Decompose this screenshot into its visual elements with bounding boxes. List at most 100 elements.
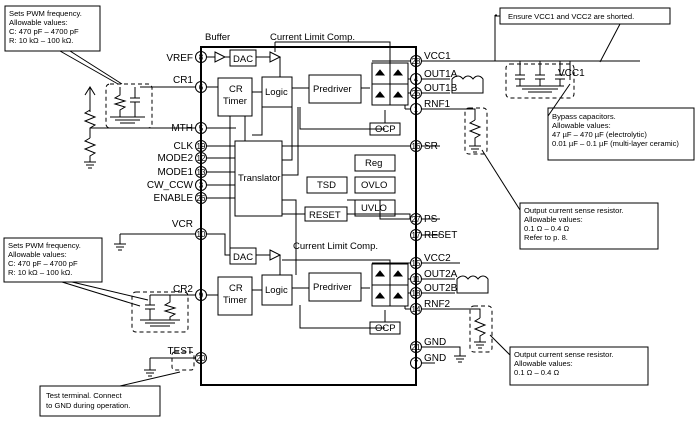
ocp-top-label: OCP	[375, 124, 396, 135]
pin-cr1-num: 6	[199, 83, 204, 92]
note-sense1-l1: Output current sense resistor.	[524, 206, 624, 215]
cr-timer-top	[217, 77, 253, 117]
pin-test-num: 20	[197, 354, 206, 363]
dac-top-label: DAC	[233, 54, 253, 65]
pin-vcc2-num: 15	[412, 259, 421, 268]
pin-reset-label: RESET	[424, 230, 457, 241]
note-bypass-box	[547, 107, 695, 161]
pin-mode1-label: MODE1	[157, 167, 193, 178]
cr-label-bottom: CR	[229, 283, 243, 294]
predriver-bottom-label: Predriver	[313, 282, 352, 293]
pin-vcc1-label: VCC1	[424, 51, 451, 62]
pin-cr2-label: CR2	[173, 284, 193, 295]
pin-cr2-num: 9	[199, 291, 204, 300]
note-bypass-l3: 47 µF – 470 µF (electrolytic)	[552, 130, 647, 139]
pin-gnd1-label: GND	[424, 337, 446, 348]
predriver-top-label: Predriver	[313, 84, 352, 95]
pin-rnf2-num: 14	[412, 305, 421, 314]
pin-out2a-num: 11	[412, 275, 421, 284]
pin-out1a-label: OUT1A	[424, 69, 458, 80]
pin-enable-label: ENABLE	[154, 193, 194, 204]
pin-clk-num: 19	[197, 142, 206, 151]
pin-gnd1-num: 21	[412, 343, 421, 352]
note-sense1-l3: 0.1 Ω – 0.4 Ω	[524, 224, 569, 233]
ic-outline	[200, 46, 417, 386]
pin-cr1-label: CR1	[173, 75, 193, 86]
buffer-label: Buffer	[205, 32, 230, 43]
vcc1-ext-label: VCC1	[558, 68, 585, 79]
timer-label-bottom: Timer	[223, 295, 247, 306]
pin-vcc2-label: VCC2	[424, 253, 451, 264]
note-vcc-short: Ensure VCC1 and VCC2 are shorted.	[508, 12, 634, 21]
predriver-bottom	[308, 272, 362, 302]
pin-out2b-label: OUT2B	[424, 283, 458, 294]
pin-mth-num: 5	[199, 124, 204, 133]
predriver-top	[308, 74, 362, 104]
pin-out2a-label: OUT2A	[424, 269, 458, 280]
note-pwm1-l4: R: 10 kΩ – 100 kΩ.	[9, 36, 74, 45]
timer-label-top: Timer	[223, 96, 247, 107]
pin-ps-label: PS	[424, 214, 438, 225]
note-test-l1: Test terminal. Connect	[46, 391, 122, 400]
note-pwm1-l1: Sets PWM frequency.	[9, 9, 82, 18]
note-sense1-l4: Refer to p. 8.	[524, 233, 568, 242]
pin-out1b-label: OUT1B	[424, 83, 458, 94]
cl-comp-bottom-label: Current Limit Comp.	[293, 241, 378, 252]
ovlo-block	[354, 176, 396, 194]
pin-gnd2-label: GND	[424, 353, 446, 364]
note-pwm2-box	[3, 237, 103, 283]
translator-block	[234, 140, 283, 217]
logic-top-label: Logic	[265, 87, 288, 98]
note-sense2-l3: 0.1 Ω – 0.4 Ω	[514, 368, 559, 377]
note-sense1-l2: Allowable values:	[524, 215, 583, 224]
pin-rnf1-num: 1	[414, 105, 419, 114]
reset-block-label: RESET	[309, 210, 341, 221]
note-pwm1-box	[4, 5, 101, 52]
note-test-box	[39, 385, 161, 417]
note-pwm2-l1: Sets PWM frequency.	[8, 241, 81, 250]
pin-mode2-num: 12	[197, 154, 206, 163]
cr-label-top: CR	[229, 84, 243, 95]
pin-vcr-num: 10	[197, 230, 206, 239]
note-pwm2-l2: Allowable values:	[8, 250, 67, 259]
note-pwm2-l3: C: 470 pF – 4700 pF	[8, 259, 78, 268]
pin-sr-label: SR	[424, 141, 438, 152]
reg-label: Reg	[365, 158, 382, 169]
note-sense1-box	[519, 202, 659, 250]
note-bypass-l2: Allowable values:	[552, 121, 611, 130]
note-bypass-l4: 0.01 µF – 0.1 µF (multi-layer ceramic)	[552, 139, 679, 148]
pin-sr-num: 16	[412, 142, 421, 151]
note-pwm1-l2: Allowable values:	[9, 18, 68, 27]
comparator-top	[269, 51, 282, 63]
pin-out1a-num: 4	[414, 75, 419, 84]
pin-rnf2-label: RNF2	[424, 299, 451, 310]
buffer-symbol	[214, 51, 227, 63]
cl-comp-top-label: Current Limit Comp.	[270, 32, 355, 43]
pin-ps-num: 27	[412, 215, 421, 224]
pin-vref-label: VREF	[166, 53, 193, 64]
pin-vcr-label: VCR	[172, 219, 193, 230]
comparator-bottom	[269, 249, 282, 261]
cr-timer-bottom	[217, 276, 253, 316]
reg-block	[354, 154, 396, 172]
ovlo-label: OVLO	[361, 180, 387, 191]
dac-bottom-label: DAC	[233, 252, 253, 263]
pin-cw-ccw-label: CW_CCW	[147, 180, 194, 191]
note-bypass-l1: Bypass capacitors.	[552, 112, 616, 121]
note-pwm1-l3: C: 470 pF – 4700 pF	[9, 27, 79, 36]
pin-mode2-label: MODE2	[157, 153, 193, 164]
pin-vcc1-num: 28	[412, 57, 421, 66]
dac-top	[229, 49, 257, 67]
pin-out2b-num: 18	[412, 289, 421, 298]
pin-reset-num: 17	[412, 231, 421, 240]
ocp-bottom-label: OCP	[375, 323, 396, 334]
pin-enable-num: 26	[197, 194, 206, 203]
pin-rnf1-label: RNF1	[424, 99, 451, 110]
pin-clk-label: CLK	[174, 141, 194, 152]
pin-out1b-num: 25	[412, 89, 421, 98]
tsd-label: TSD	[317, 180, 336, 191]
logic-bottom-label: Logic	[265, 285, 288, 296]
translator-label: Translator	[238, 173, 280, 184]
pin-mode1-num: 13	[197, 168, 206, 177]
